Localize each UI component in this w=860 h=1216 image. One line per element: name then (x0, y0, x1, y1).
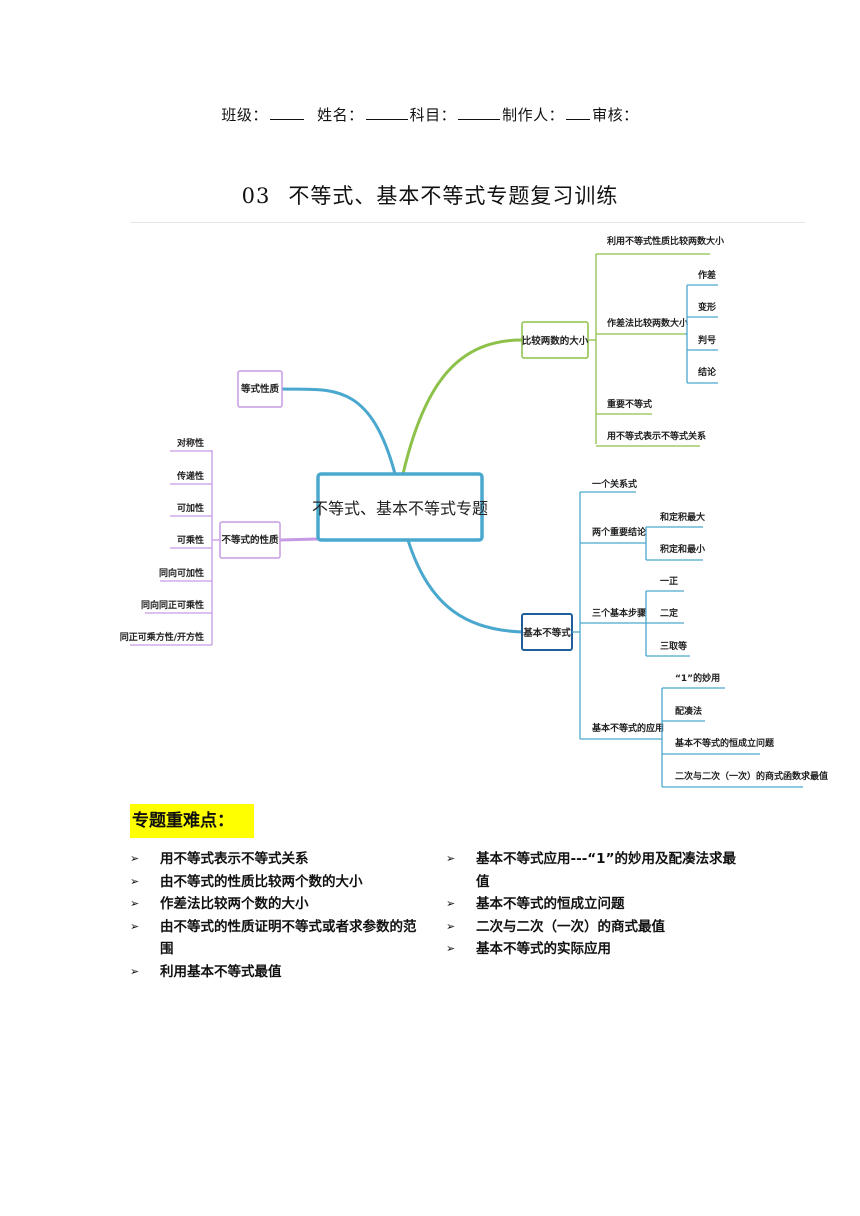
header-info-line: 班级： 姓名： 科目： 制作人： 审核： (0, 104, 860, 125)
center-node-label: 不等式、基本不等式专题 (312, 499, 488, 518)
diff-step: 变形 (698, 301, 716, 313)
application-item: 配凑法 (675, 705, 702, 717)
key-points-right: ➢基本不等式应用---“1”的妙用及配凑法求最值 ➢基本不等式的恒成立问题 ➢二… (446, 848, 746, 961)
basic-leaves: 一个关系式 两个重要结论 三个基本步骤 基本不等式的应用 (580, 478, 664, 740)
prop-item: 可加性 (177, 502, 204, 514)
arrow-bullet-icon: ➢ (446, 897, 456, 910)
diff-steps-leaves: 作差 变形 判号 结论 (687, 269, 718, 384)
prop-item: 可乘性 (177, 534, 204, 546)
review-label: 审核： (592, 106, 639, 124)
arrow-bullet-icon: ➢ (130, 897, 140, 910)
name-label: 姓名： (317, 106, 364, 124)
prop-item: 同正可乘方性/开方性 (120, 631, 204, 643)
branch-compare (401, 338, 523, 475)
list-item: ➢用不等式表示不等式关系 (130, 848, 425, 871)
list-item: ➢基本不等式应用---“1”的妙用及配凑法求最值 (446, 848, 746, 893)
basic-item: 一个关系式 (592, 478, 637, 490)
compare-node-label: 比较两数的大小 (522, 335, 589, 347)
compare-item: 用不等式表示不等式关系 (606, 430, 706, 442)
arrow-bullet-icon: ➢ (446, 942, 456, 955)
conclusion-leaves: 和定积最大 积定和最小 (646, 511, 705, 561)
basic-item: 基本不等式的应用 (591, 722, 664, 734)
prop-item: 传递性 (176, 470, 204, 482)
key-points-heading: 专题重难点： (130, 804, 254, 838)
equality-node-label: 等式性质 (240, 383, 280, 395)
arrow-bullet-icon: ➢ (130, 874, 140, 888)
step-leaves: 一正 二定 三取等 (646, 576, 690, 657)
class-label: 班级： (221, 106, 268, 124)
arrow-bullet-icon: ➢ (130, 964, 140, 978)
compare-item: 重要不等式 (607, 398, 652, 410)
step-item: 二定 (660, 607, 679, 619)
prop-item: 同向同正可乘性 (141, 599, 204, 611)
center-node (316, 472, 484, 542)
list-item: ➢作差法比较两个数的大小 (130, 893, 425, 916)
list-item: ➢基本不等式的恒成立问题 (446, 893, 746, 916)
list-item: ➢由不等式的性质比较两个数的大小 (130, 871, 425, 894)
class-blank (269, 107, 304, 120)
arrow-bullet-icon: ➢ (446, 852, 456, 865)
arrow-bullet-icon: ➢ (446, 919, 456, 933)
step-item: 三取等 (660, 640, 687, 652)
inequality-props-label: 不等式的性质 (221, 534, 279, 546)
maker-label: 制作人： (502, 106, 565, 124)
list-item: ➢利用基本不等式最值 (130, 961, 425, 984)
prop-item: 同向可加性 (159, 567, 204, 579)
branch-basic (406, 539, 523, 634)
title-number: 03 (241, 184, 271, 208)
arrow-bullet-icon: ➢ (130, 919, 140, 933)
prop-item: 对称性 (177, 437, 204, 449)
title-divider (130, 222, 805, 223)
title-text: 不等式、基本不等式专题复习训练 (288, 184, 619, 208)
conclusion-item: 积定和最小 (660, 543, 705, 555)
diff-step: 结论 (698, 366, 717, 378)
basic-node-label: 基本不等式 (522, 627, 571, 639)
diff-step: 作差 (698, 269, 716, 281)
step-item: 一正 (660, 576, 678, 587)
key-points-left: ➢用不等式表示不等式关系 ➢由不等式的性质比较两个数的大小 ➢作差法比较两个数的… (130, 848, 425, 983)
compare-leaves: 利用不等式性质比较两数大小 作差法比较两数大小 重要不等式 用不等式表示不等式关… (596, 235, 724, 447)
props-leaves: 对称性 传递性 可加性 可乘性 同向可加性 同向同正可乘性 同正可乘方性/开方性 (120, 437, 212, 646)
subject-label: 科目： (409, 106, 457, 124)
equality-node (237, 370, 283, 408)
application-item: 二次与二次（一次）的商式函数求最值 (675, 770, 828, 782)
page-title: 03 不等式、基本不等式专题复习训练 (0, 180, 860, 210)
branch-equality (281, 387, 397, 475)
application-item: 基本不等式的恒成立问题 (674, 737, 775, 749)
diff-step: 判号 (698, 334, 716, 346)
compare-item: 利用不等式性质比较两数大小 (606, 235, 724, 247)
list-item: ➢二次与二次（一次）的商式最值 (446, 916, 746, 939)
list-item: ➢由不等式的性质证明不等式或者求参数的范围 (130, 916, 425, 961)
arrow-bullet-icon: ➢ (130, 852, 140, 865)
subject-blank (458, 107, 501, 120)
branch-inequality-props (279, 537, 319, 542)
application-item: “1”的妙用 (675, 672, 720, 684)
application-leaves: “1”的妙用 配凑法 基本不等式的恒成立问题 二次与二次（一次）的商式函数求最值 (662, 672, 828, 788)
mindmap-diagram: 不等式、基本不等式专题 等式性质 不等式的性质 对称性 传递性 可加性 可乘性 … (120, 235, 828, 788)
basic-item: 三个基本步骤 (592, 607, 646, 619)
basic-item: 两个重要结论 (592, 526, 647, 538)
name-blank (365, 107, 408, 120)
maker-blank (566, 107, 591, 120)
compare-item: 作差法比较两数大小 (607, 317, 688, 329)
conclusion-item: 和定积最大 (659, 511, 705, 523)
list-item: ➢基本不等式的实际应用 (446, 938, 746, 961)
